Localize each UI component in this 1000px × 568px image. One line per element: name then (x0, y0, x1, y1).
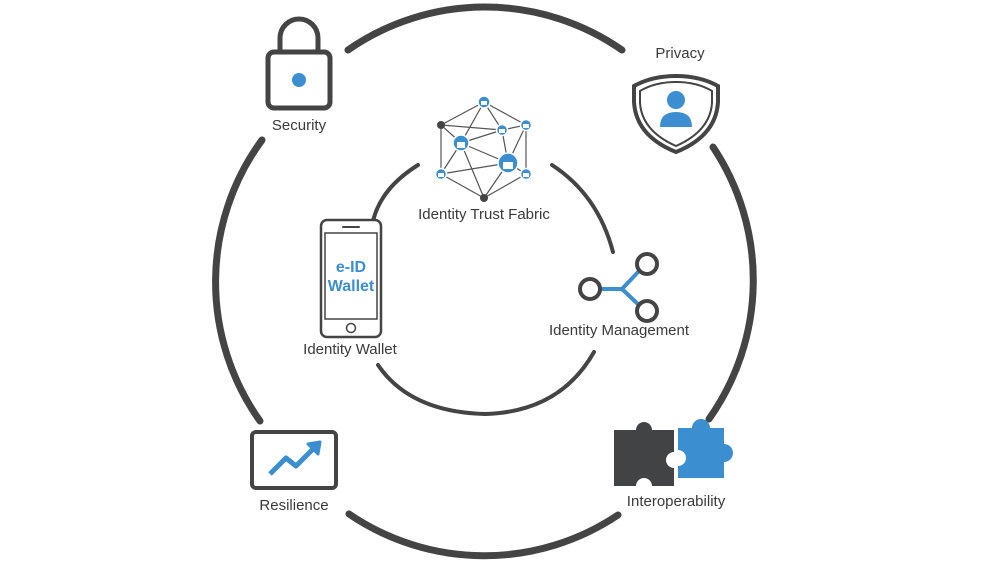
wallet-screen-line1: e-ID (335, 259, 367, 276)
outer-ring-arc-left (212, 136, 266, 425)
identity-wallet-label: Identity Wallet (303, 341, 397, 358)
puzzle-pieces-icon (614, 419, 733, 486)
interoperability-label: Interoperability (626, 493, 726, 510)
padlock-icon (265, 16, 333, 111)
identity-trust-fabric-label: Identity Trust Fabric (418, 206, 550, 223)
share-nodes-icon (578, 252, 659, 323)
network-mesh-icon (434, 95, 533, 202)
inner-ring-arc-bottom (376, 350, 596, 417)
wallet-screen-line2: Wallet (327, 278, 375, 295)
privacy-label: Privacy (655, 45, 705, 62)
smartphone-icon (319, 218, 383, 339)
inner-ring (370, 163, 615, 417)
outer-ring (212, 3, 757, 560)
outer-ring-arc-bottom (345, 510, 622, 560)
outer-ring-arc-top (344, 3, 626, 54)
trend-chart-icon (250, 430, 338, 490)
user-shield-icon (632, 73, 720, 155)
outer-ring-arc-right (705, 143, 757, 423)
inner-ring-arc-right (550, 163, 615, 254)
identity-management-label: Identity Management (548, 322, 690, 339)
inner-ring-arc-left (370, 163, 420, 228)
resilience-label: Resilience (259, 497, 329, 514)
security-label: Security (271, 117, 327, 134)
